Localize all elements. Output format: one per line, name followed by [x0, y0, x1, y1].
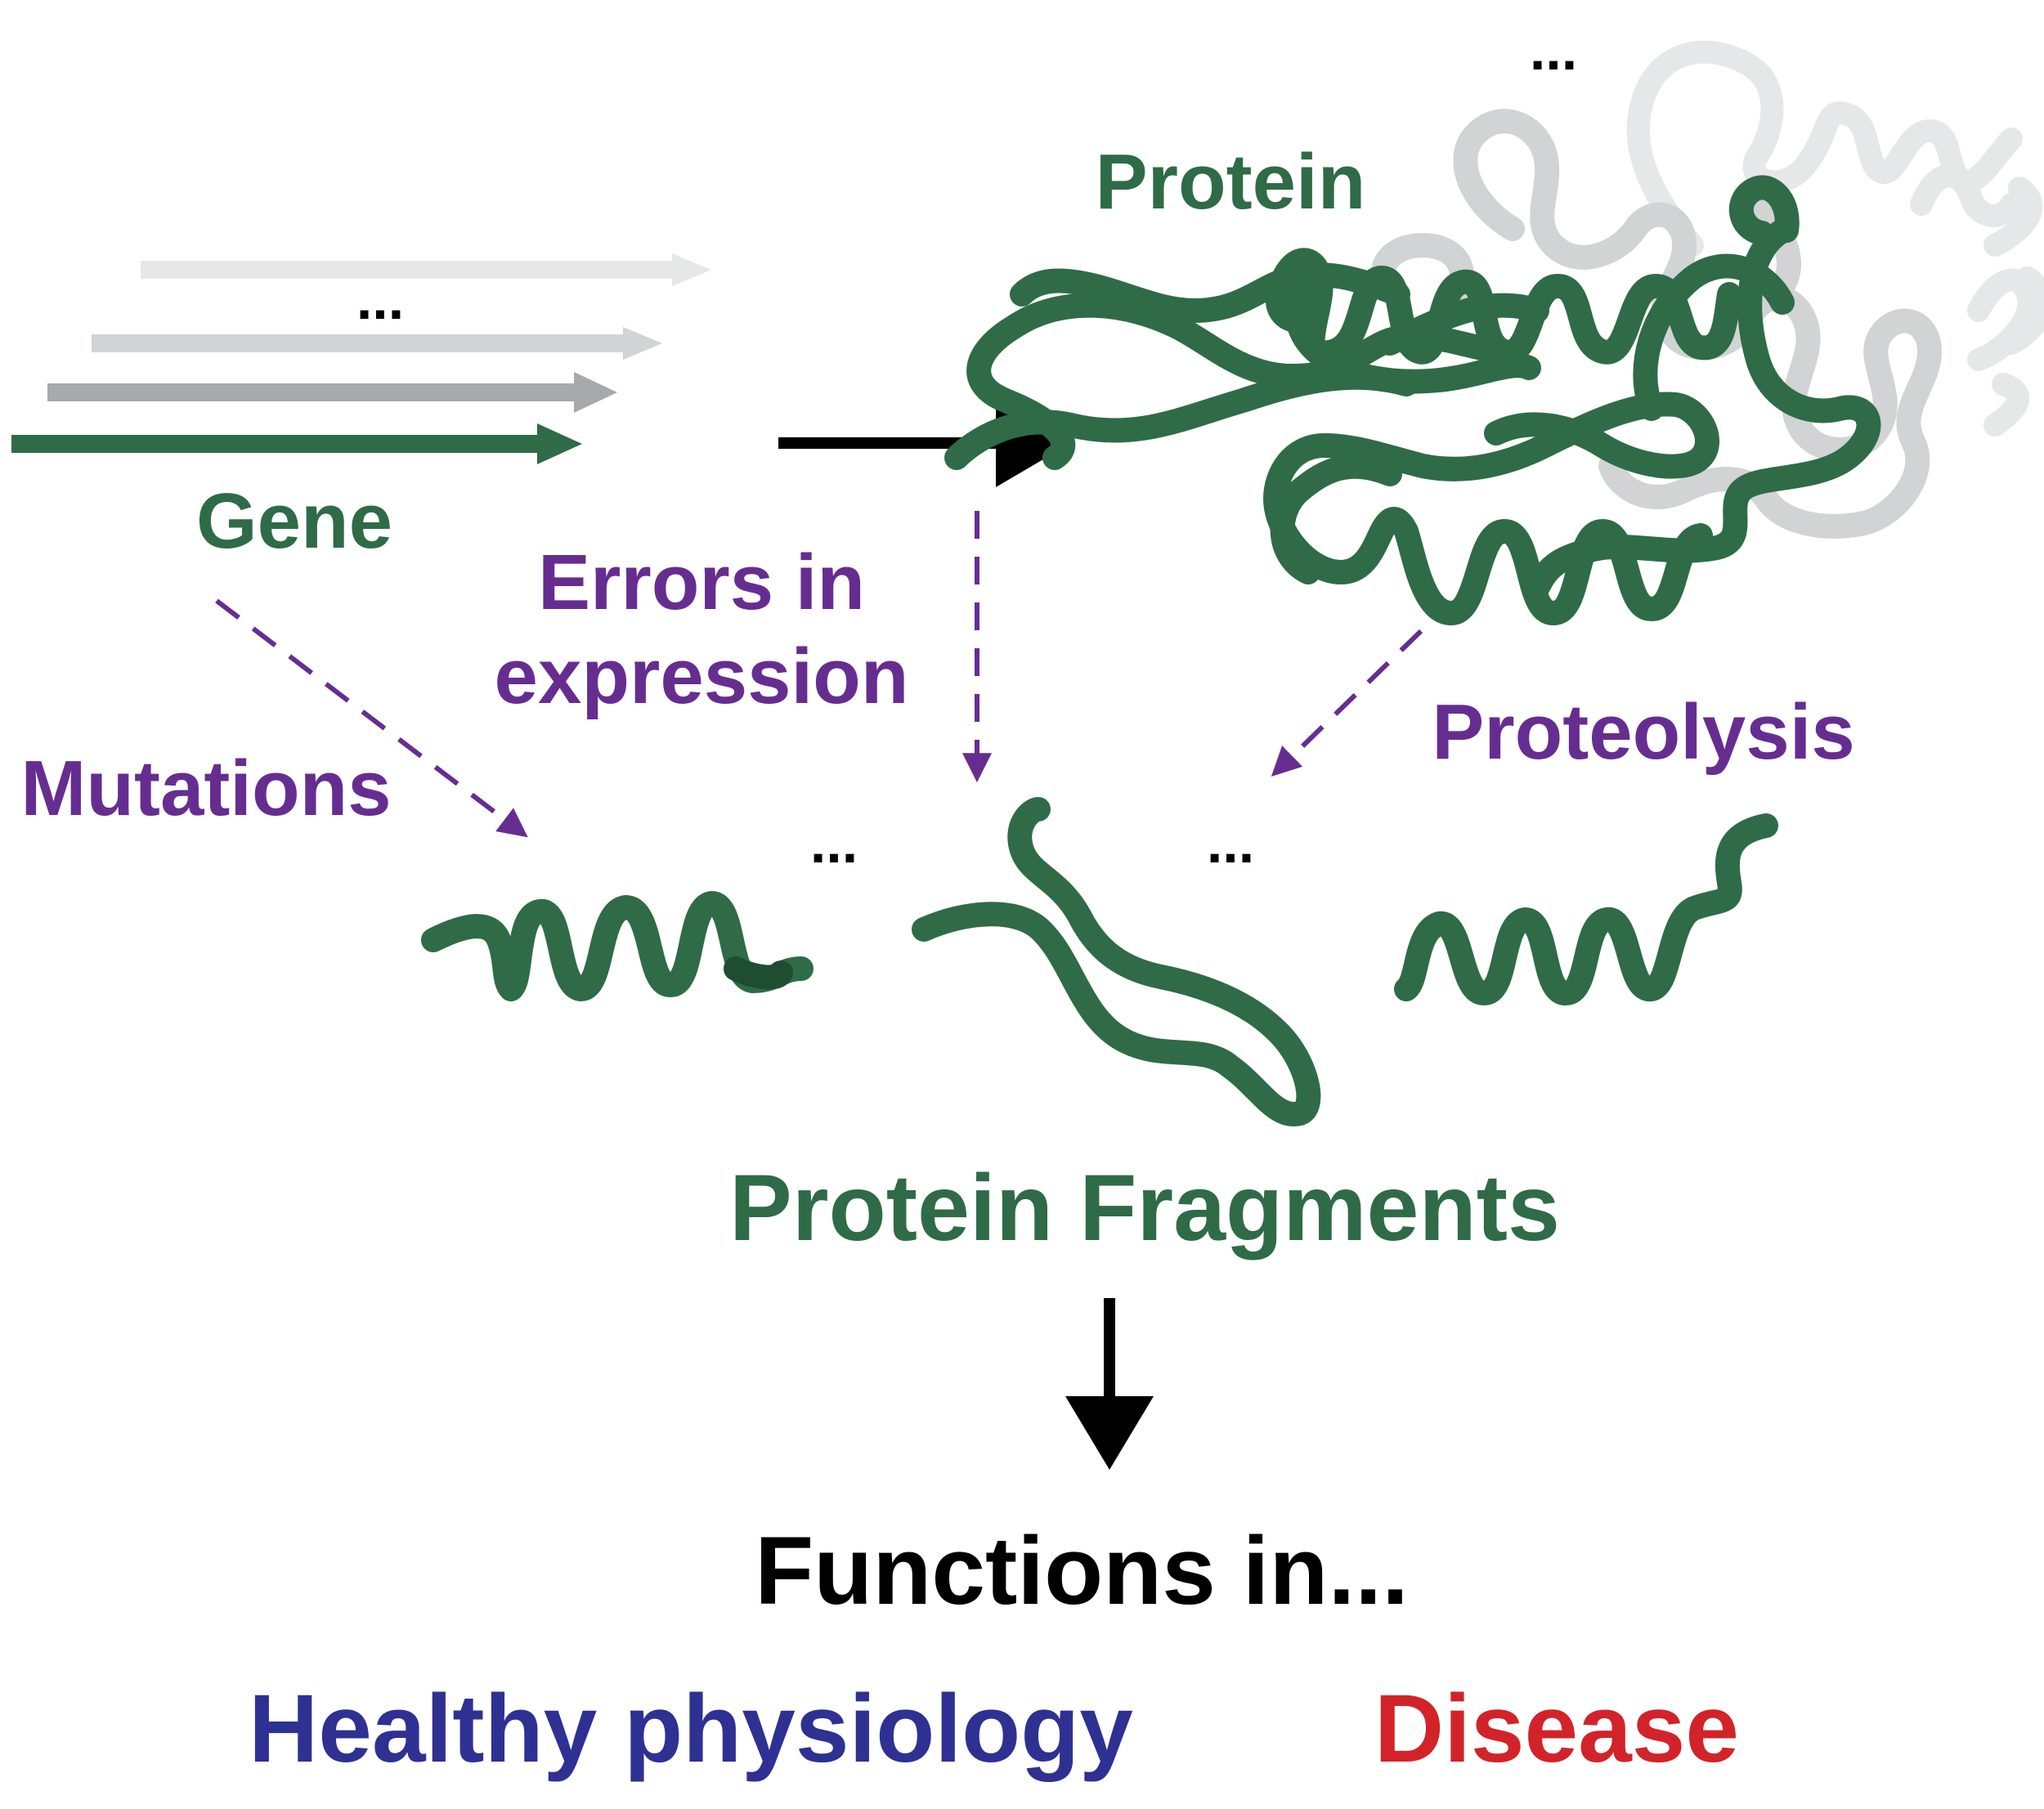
folded-protein-icon: [944, 40, 2044, 625]
fragments-label: Protein Fragments: [729, 1156, 1560, 1260]
protein-left-arc: [1270, 454, 1402, 584]
functions-label: Functions in...: [755, 1517, 1409, 1625]
protein-bottom-loop: [1263, 392, 1719, 625]
mutations-arrow: [215, 598, 528, 838]
coil-fragment-icon: [912, 797, 1321, 1126]
helix-fragment-icon: [1394, 813, 1778, 1005]
fragments-ellipsis-right: ...: [1207, 811, 1254, 875]
errors-label-line1: Errors in: [538, 539, 865, 626]
proteolysis-arrow: [1271, 629, 1423, 777]
protein-helix-top: [1265, 248, 1741, 365]
gene-transcript-arrows: ...: [11, 253, 711, 464]
gene-arrow: [11, 423, 582, 464]
transcript-arrow-lightest: [141, 253, 711, 286]
protein-background-wiggle: [1910, 164, 2041, 437]
gene-label: Gene: [196, 477, 392, 565]
helix-fragment-icon: [421, 891, 814, 1001]
protein-ellipsis: ...: [1530, 18, 1577, 82]
protein-backbone: [966, 217, 1881, 601]
protein-label: Protein: [1096, 138, 1366, 226]
transcript-arrow-light: [92, 327, 662, 360]
fragments-ellipsis-left: ...: [810, 811, 858, 875]
protein-left-loop: [1284, 175, 1800, 394]
disease-label: Disease: [1374, 1675, 1739, 1783]
functions-arrow: [1065, 1298, 1154, 1470]
mutations-label: Mutations: [20, 745, 391, 832]
transcripts-ellipsis: ...: [356, 267, 404, 331]
proteolysis-label: Proteolysis: [1432, 688, 1855, 776]
healthy-physiology-label: Healthy physiology: [249, 1675, 1133, 1783]
transcript-arrow-mid: [47, 372, 617, 413]
errors-label-line2: expression: [495, 633, 909, 720]
